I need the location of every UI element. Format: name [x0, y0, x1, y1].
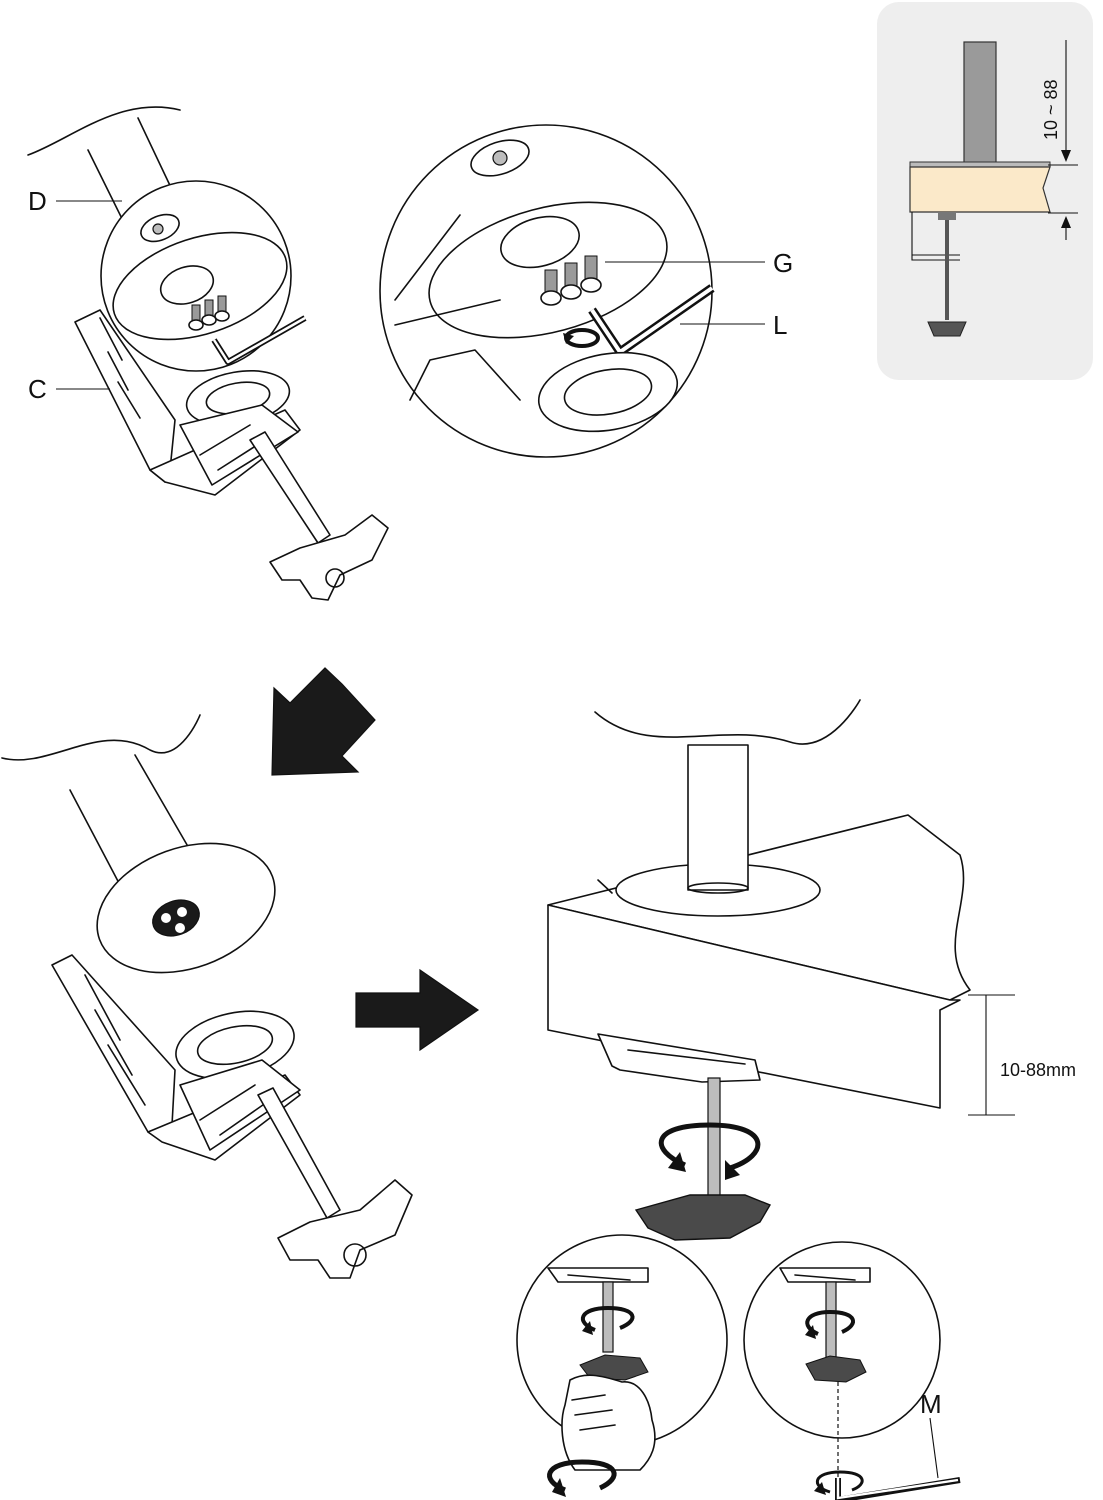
inset-desk-section [909, 166, 1051, 213]
step2-screw-rod [257, 1087, 341, 1219]
step3-mounted: 10-88mm [547, 699, 1076, 1241]
step1-screw-rod [249, 431, 331, 544]
step2-clamp-plate [179, 1059, 301, 1151]
detail-base-plate [428, 201, 668, 339]
arrow-right-icon [355, 968, 480, 1052]
step4-key-tighten: M [743, 1241, 961, 1500]
rotate-icon [563, 328, 600, 348]
detail-screws [540, 255, 602, 306]
detail-hub [500, 215, 580, 269]
inset-knob [927, 321, 967, 337]
inset-range-label: 10 ~ 88 [1041, 79, 1061, 140]
step2-bracket-side [51, 954, 176, 1141]
hand-icon [561, 1374, 656, 1471]
rotate-icon [580, 1305, 635, 1335]
label-m: M [920, 1389, 942, 1419]
label-g: G [773, 248, 793, 278]
step1-base-plate [112, 231, 288, 341]
step3-pole [687, 744, 749, 891]
arrow-down-left-icon [271, 667, 376, 776]
step2-hub [152, 899, 200, 937]
rotate-icon [814, 1470, 864, 1495]
inset-base-plate [909, 161, 1051, 168]
inset-dimension: 10 ~ 88 [1041, 40, 1078, 240]
key-detail-circle [743, 1241, 941, 1439]
inset-panel: 10 ~ 88 [877, 2, 1093, 380]
step4-hand-tighten [516, 1234, 728, 1497]
step1-detail: G L [379, 124, 793, 458]
desk-thickness-label: 10-88mm [1000, 1060, 1076, 1080]
step1-hub [159, 265, 215, 305]
rotate-icon [547, 1459, 617, 1497]
step3-knob [634, 1194, 772, 1241]
label-d: D [28, 186, 47, 216]
step1-clamp-plate [179, 404, 299, 486]
step3-clamp-underside [597, 1033, 761, 1083]
step1-screws [188, 295, 230, 331]
step2-clamp [1, 714, 413, 1279]
rotate-icon [658, 1122, 761, 1180]
inset-clamp [911, 212, 960, 261]
step1-clamp: D C [27, 106, 389, 601]
label-c: C [28, 374, 47, 404]
label-l: L [773, 310, 787, 340]
inset-pole [963, 41, 997, 168]
inset-clamp-pad [938, 212, 956, 220]
key-detail-knob [805, 1355, 867, 1383]
step3-screw [707, 1077, 721, 1197]
step2-desk-edge [1, 714, 201, 761]
detail-clamp-pad [537, 351, 679, 433]
step1-knob [269, 514, 389, 601]
rotate-icon [805, 1309, 855, 1339]
desk-edge-curve [27, 106, 181, 156]
step2-knob [277, 1179, 413, 1279]
step3-top-curve [594, 699, 861, 745]
step3-desk-front [547, 904, 961, 1109]
step3-dimension: 10-88mm [968, 994, 1076, 1116]
